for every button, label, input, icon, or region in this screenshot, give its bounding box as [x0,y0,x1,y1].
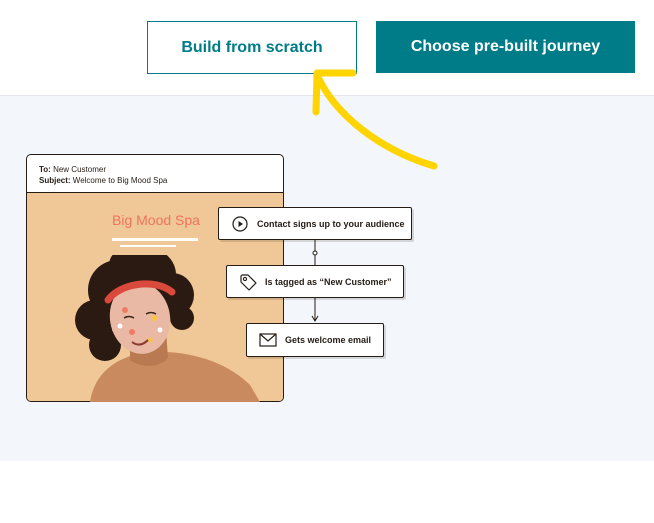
step-label: Gets welcome email [285,335,372,345]
woman-portrait-image [75,255,260,402]
tag-icon [239,273,257,291]
step-label: Is tagged as “New Customer” [265,276,392,287]
email-header: To: New Customer Subject: Welcome to Big… [27,155,283,193]
brand-underline-short [120,245,176,247]
journey-step-tagged: Is tagged as “New Customer” [226,265,404,298]
choose-prebuilt-journey-button[interactable]: Choose pre-built journey [376,21,635,73]
journey-step-welcome-email: Gets welcome email [246,323,384,357]
spa-brand-name: Big Mood Spa [112,212,200,228]
brand-underline [112,238,198,241]
envelope-icon [259,331,277,349]
email-to-line: To: New Customer [39,165,106,174]
top-bar: Build from scratch Choose pre-built jour… [0,0,654,96]
play-icon [231,215,249,233]
pointer-arrow-icon [312,69,438,170]
step-label: Contact signs up to your audience [257,218,405,229]
journey-step-signup: Contact signs up to your audience [218,207,412,240]
build-from-scratch-button[interactable]: Build from scratch [147,21,357,74]
email-subject-line: Subject: Welcome to Big Mood Spa [39,176,168,185]
